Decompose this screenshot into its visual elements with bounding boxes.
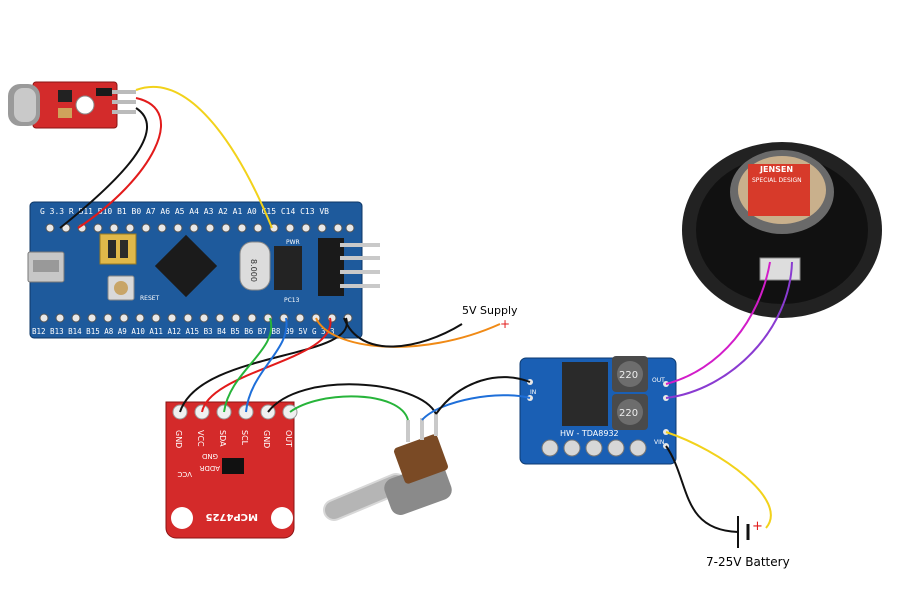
amp-name: HW - TDA8932 <box>560 429 619 438</box>
microphone-module <box>8 81 136 129</box>
dac-pin-gnd2: GND <box>262 430 271 448</box>
wire-mic-gnd <box>59 107 149 229</box>
wire-pot-amp <box>421 394 531 421</box>
potentiometer <box>323 414 452 521</box>
stm32-reset-label: RESET <box>140 295 160 302</box>
wire-mic-signal <box>135 85 273 229</box>
wire-stm-gnd-dac <box>179 317 348 413</box>
wire-stm-scl <box>245 317 288 413</box>
amp-inductor2-label: 220 <box>619 408 638 419</box>
amp-in-label: IN <box>530 389 536 396</box>
speaker-brand: JENSEN <box>759 165 793 174</box>
amp-vin-label: VIN <box>654 439 664 446</box>
dac-vcc-label: VCC <box>177 470 192 478</box>
wire-amp-spk1 <box>665 261 771 385</box>
amp-out-label: OUT <box>652 377 665 384</box>
stm32-pwr-label: PWR <box>286 239 300 246</box>
battery-label: 7-25V Battery <box>706 555 790 569</box>
wires <box>59 85 793 533</box>
dac-pin-scl: SCL <box>240 430 249 446</box>
wire-dac-out <box>289 395 409 421</box>
stm32-board: G 3.3 R B11 B10 B1 B0 A7 A6 A5 A4 A3 A2 … <box>27 201 380 339</box>
wire-mic-vcc <box>77 97 162 229</box>
stm32-top-pin-labels: G 3.3 R B11 B10 B1 B0 A7 A6 A5 A4 A3 A2 … <box>40 207 329 216</box>
battery-symbol <box>737 516 750 548</box>
dac-pin-gnd1: GND <box>174 430 183 448</box>
wire-amp-bat-pos <box>665 431 772 529</box>
dac-name: MCP4725 <box>206 511 258 522</box>
wire-5v-gnd <box>343 317 463 348</box>
stm32-bottom-pin-labels: B12 B13 B14 B15 A8 A9 A10 A11 A12 A15 B3… <box>32 327 335 336</box>
supply-label: 5V Supply <box>462 304 518 317</box>
dac-gnd-label: GND <box>202 452 218 460</box>
dac-addr-label: ADDR <box>199 464 220 472</box>
battery-plus: + <box>752 519 763 534</box>
dac-pin-out: OUT <box>284 430 293 447</box>
amp-inductor1-label: 220 <box>619 370 638 381</box>
dac-pin-sda: SDA <box>218 430 227 447</box>
supply-plus: + <box>500 317 510 331</box>
wire-dac-gnd <box>267 383 437 415</box>
amplifier-board: 220 220 HW - TDA8932 OUT IN VIN <box>519 356 677 465</box>
dac-board: GND VCC SDA SCL GND OUT ADDR GND VCC MCP… <box>165 401 298 539</box>
speaker: JENSEN SPECIAL DESIGN <box>682 142 882 318</box>
stm32-crystal-label: 8.000 <box>249 259 258 282</box>
wire-pot-gnd <box>435 376 531 415</box>
wire-amp-spk2 <box>665 261 793 399</box>
wire-amp-bat-neg <box>665 445 739 533</box>
wire-stm-sda <box>223 317 273 413</box>
dac-pin-vcc: VCC <box>196 430 205 447</box>
speaker-line: SPECIAL DESIGN <box>752 177 802 184</box>
stm32-pc13-label: PC13 <box>284 297 300 304</box>
